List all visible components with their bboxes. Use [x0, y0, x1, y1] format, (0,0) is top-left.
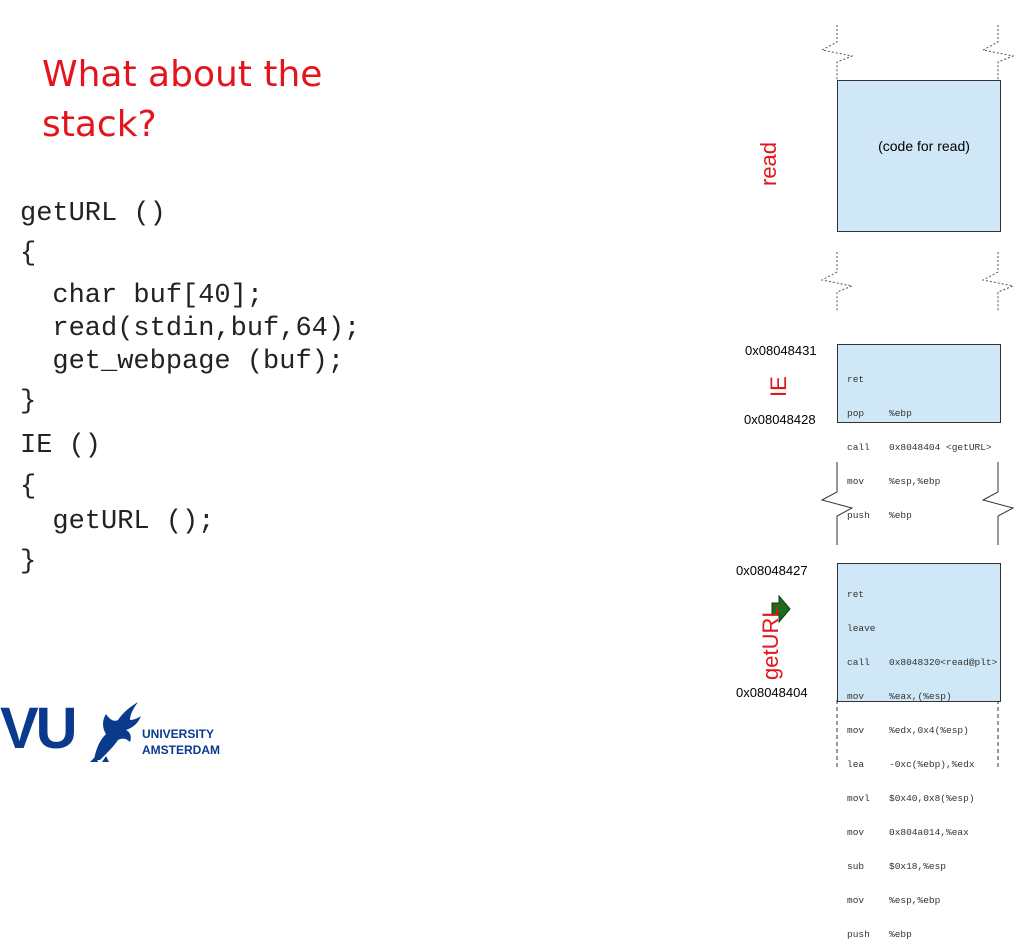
- asm-op: mov: [847, 476, 865, 487]
- asm-args: %eax,(%esp): [889, 691, 952, 702]
- asm-row: push %ebp: [847, 510, 992, 522]
- code-getURL-line-2: char buf[40];: [20, 281, 264, 311]
- break-zigzag-icon: [820, 252, 1015, 312]
- asm-args: 0x8048404 <getURL>: [889, 442, 992, 453]
- asm-row: movl $0x40,0x8(%esp): [847, 793, 997, 805]
- memory-diagram-lines: [771, 25, 1015, 768]
- asm-op: push: [847, 510, 870, 521]
- ie-addr-bottom: 0x08048428: [744, 412, 816, 427]
- asm-args: %ebp: [889, 408, 912, 419]
- asm-op: call: [847, 657, 870, 668]
- asm-op: mov: [847, 895, 865, 906]
- code-IE-line-1: {: [20, 472, 37, 502]
- code-getURL-line-4: get_webpage (buf);: [20, 347, 345, 377]
- code-getURL-line-3: read(stdin,buf,64);: [20, 314, 361, 344]
- asm-op: leave: [847, 623, 876, 634]
- logo-text-amsterdam: AMSTERDAM: [142, 743, 220, 757]
- geturl-addr-top: 0x08048427: [736, 563, 808, 578]
- asm-op: mov: [847, 725, 865, 736]
- asm-args: %ebp: [889, 510, 912, 521]
- asm-op: call: [847, 442, 870, 453]
- geturl-asm-listing: ret leave call 0x8048320<read@plt> mov %ea…: [847, 567, 997, 952]
- asm-row: lea -0xc(%ebp),%edx: [847, 759, 997, 771]
- ie-label: IE: [766, 376, 791, 397]
- asm-row: mov %esp,%ebp: [847, 895, 997, 907]
- asm-row: leave: [847, 623, 997, 635]
- asm-row: mov %edx,0x4(%esp): [847, 725, 997, 737]
- asm-args: %ebp: [889, 929, 912, 940]
- code-IE-line-2: getURL ();: [20, 507, 215, 537]
- asm-args: 0x804a014,%eax: [889, 827, 969, 838]
- asm-op: ret: [847, 589, 865, 600]
- logo-text-university: UNIVERSITY: [142, 727, 215, 741]
- ie-addr-top: 0x08048431: [745, 343, 817, 358]
- asm-args: -0xc(%ebp),%edx: [889, 759, 975, 770]
- break-zigzag-icon: [820, 25, 1015, 80]
- asm-row: call 0x8048404 <getURL>: [847, 442, 992, 454]
- code-getURL-line-0: getURL (): [20, 199, 166, 229]
- read-code-box: [837, 80, 1001, 232]
- asm-row: mov %esp,%ebp: [847, 476, 992, 488]
- asm-op: movl: [847, 793, 870, 804]
- asm-row: ret: [847, 374, 992, 386]
- code-getURL-line-5: }: [20, 387, 37, 417]
- asm-args: %edx,0x4(%esp): [889, 725, 969, 736]
- asm-op: lea: [847, 759, 865, 770]
- code-getURL-line-1: {: [20, 239, 37, 269]
- read-box-text: (code for read): [878, 138, 970, 154]
- asm-args: 0x8048320<read@plt>: [889, 657, 998, 668]
- griffin-logo-icon: [90, 702, 141, 762]
- ie-code-box: [837, 344, 1001, 423]
- geturl-code-box: [837, 563, 1001, 702]
- code-IE-line-3: }: [20, 547, 37, 577]
- asm-op: mov: [847, 827, 865, 838]
- code-IE-line-0: IE (): [20, 431, 102, 461]
- asm-args: $0x18,%esp: [889, 861, 947, 872]
- asm-row: call 0x8048320<read@plt>: [847, 657, 997, 669]
- ie-asm-listing: ret pop %ebp call 0x8048404 <getURL> mov %e…: [847, 352, 992, 533]
- slide-title: What about the stack?: [42, 54, 323, 145]
- asm-args: %esp,%ebp: [889, 895, 941, 906]
- asm-row: ret: [847, 589, 997, 601]
- asm-op: mov: [847, 691, 865, 702]
- asm-row: sub $0x18,%esp: [847, 861, 997, 873]
- read-label: read: [756, 141, 781, 186]
- geturl-label: getURL: [758, 605, 783, 680]
- asm-op: pop: [847, 408, 865, 419]
- asm-op: sub: [847, 861, 865, 872]
- asm-args: %esp,%ebp: [889, 476, 941, 487]
- asm-row: mov %eax,(%esp): [847, 691, 997, 703]
- break-zigzag-icon: [820, 462, 1015, 545]
- asm-op: ret: [847, 374, 865, 385]
- arrow-right-icon: [771, 594, 791, 624]
- asm-op: push: [847, 929, 870, 940]
- asm-row: mov 0x804a014,%eax: [847, 827, 997, 839]
- asm-row: push %ebp: [847, 929, 997, 941]
- vu-logo-mark: VU: [0, 696, 78, 761]
- geturl-addr-bottom: 0x08048404: [736, 685, 808, 700]
- asm-args: $0x40,0x8(%esp): [889, 793, 975, 804]
- asm-row: pop %ebp: [847, 408, 992, 420]
